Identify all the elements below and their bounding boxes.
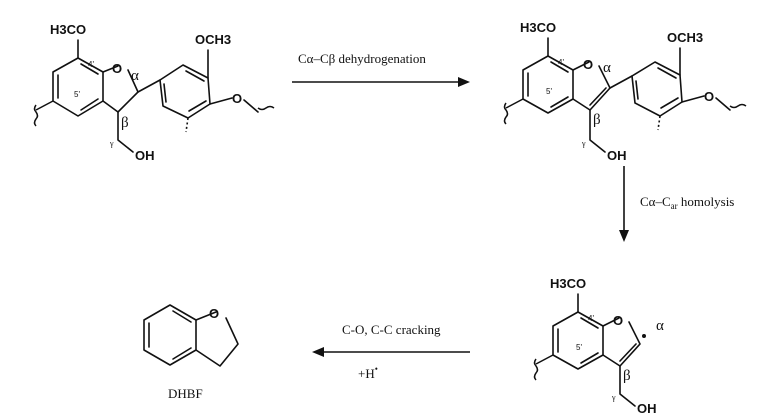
gamma-label: γ	[581, 139, 586, 148]
product-oxygen-label: O	[209, 306, 219, 321]
pos-5prime-label: 5'	[576, 343, 582, 352]
pos-5prime-label: 5'	[546, 87, 552, 96]
gamma-label: γ	[109, 139, 114, 148]
alpha-label: α	[131, 68, 139, 84]
methoxy-label: H3CO	[50, 22, 86, 37]
step3-hydrogen: +H•	[358, 364, 378, 381]
radical-dot	[642, 334, 646, 338]
pos-4prime-label: 4'	[88, 60, 94, 69]
product-dhbf: O DHBF	[143, 304, 239, 401]
gamma-label: γ	[611, 393, 616, 402]
arrow-cracking: C-O, C-C cracking +H•	[312, 322, 470, 381]
ring-oxygen-label: O	[583, 57, 593, 72]
hydroxyl-label: OH	[607, 148, 627, 163]
beta-label: β	[623, 368, 631, 384]
molecule-benzofuran-lignin: H3CO OCH3 O O OH α β γ 4' 5'	[503, 20, 747, 163]
methoxy-right-label: OCH3	[195, 32, 231, 47]
arrow-dehydrogenation: Cα–Cβ dehydrogenation	[292, 51, 470, 87]
ring-oxygen-label: O	[613, 313, 623, 328]
alpha-label: α	[603, 60, 611, 76]
ether-oxygen-label: O	[704, 89, 714, 104]
beta-label: β	[593, 112, 601, 128]
methoxy-right-label: OCH3	[667, 30, 703, 45]
molecule-benzofuran-radical: H3CO O OH α β γ 4' 5'	[533, 276, 664, 416]
step2-condition: Cα–Car homolysis	[640, 194, 734, 211]
methoxy-label: H3CO	[520, 20, 556, 35]
hydroxyl-label: OH	[637, 401, 657, 416]
molecule-dihydrobenzofuran-lignin: H3CO OCH3 O O OH α β γ 4' 5'	[33, 22, 275, 163]
hydroxyl-label: OH	[135, 148, 155, 163]
alpha-label: α	[656, 318, 664, 334]
product-name: DHBF	[168, 386, 203, 401]
step1-condition: Cα–Cβ dehydrogenation	[298, 51, 426, 66]
arrow-homolysis: Cα–Car homolysis	[619, 166, 734, 242]
methoxy-label: H3CO	[550, 276, 586, 291]
pos-5prime-label: 5'	[74, 90, 80, 99]
pos-4prime-label: 4'	[588, 314, 594, 323]
beta-label: β	[121, 115, 129, 131]
pos-4prime-label: 4'	[558, 58, 564, 67]
step3-condition: C-O, C-C cracking	[342, 322, 441, 337]
ether-oxygen-label: O	[232, 91, 242, 106]
ring-oxygen-label: O	[112, 61, 122, 76]
